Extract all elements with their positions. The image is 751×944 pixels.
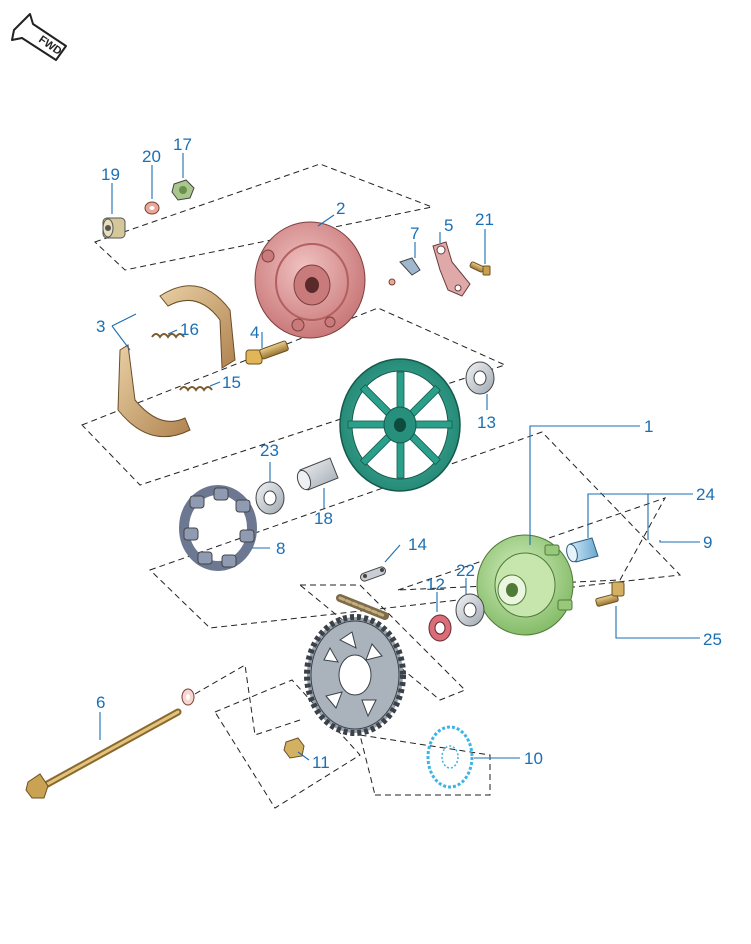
cam-lever-part-5 [432,241,471,297]
spring-part-16 [151,333,185,339]
callout-2: 2 [336,199,345,218]
rear-sprocket [304,614,406,736]
callout-10: 10 [524,749,543,768]
callout-9: 9 [703,533,712,552]
callout-6: 6 [96,693,105,712]
callout-5: 5 [444,216,453,235]
callout-12: 12 [426,575,445,594]
bearing-part-22 [455,593,485,627]
sprocket-outline-part-10 [426,725,474,789]
spacer-part-24 [566,537,599,563]
bolt-part-25 [595,581,625,607]
callout-7: 7 [410,224,419,243]
chain-link-part-14 [360,566,386,582]
callout-23: 23 [260,441,279,460]
drive-chain [336,594,389,620]
callout-labels: 19 20 17 2 7 5 21 3 16 15 4 13 1 23 18 8… [96,135,722,772]
callout-18: 18 [314,509,333,528]
spacer-part-19 [102,217,126,239]
bolt-part-21 [469,261,491,276]
brake-panel-part-2 [254,221,366,339]
wheel-rim [339,358,461,492]
callout-8: 8 [276,539,285,558]
hub-part-9 [476,534,574,636]
callout-3: 3 [96,317,105,336]
leader-lines [99,153,700,761]
callout-11: 11 [312,753,330,772]
seal-ring [388,278,396,286]
washer-part-axle [181,688,195,706]
callout-19: 19 [101,165,120,184]
callout-15: 15 [222,373,241,392]
indicator-part-7 [399,257,421,276]
callout-24: 24 [696,485,715,504]
bearing-part-13 [465,361,495,395]
oil-seal-part-12 [428,614,452,642]
callout-14: 14 [408,535,427,554]
nut-part-11 [283,737,305,759]
spacer-tube-part-18 [296,457,339,491]
callout-16: 16 [180,320,199,339]
axle-part-6 [25,708,182,799]
callout-4: 4 [250,323,259,342]
callout-22: 22 [456,561,475,580]
callout-21: 21 [475,210,494,229]
brake-shoe-part-3 [117,285,236,438]
callout-1: 1 [644,417,653,436]
fwd-arrow-icon: FWD [11,13,67,61]
callout-13: 13 [477,413,496,432]
bearing-part-23 [255,481,285,515]
callout-25: 25 [703,630,722,649]
brake-cam-part-4 [245,340,289,365]
washer-part-20 [144,201,160,215]
nut-part-17 [171,179,195,201]
callout-17: 17 [173,135,192,154]
spring-part-15 [179,386,213,392]
callout-20: 20 [142,147,161,166]
damper-part-8 [179,485,257,571]
